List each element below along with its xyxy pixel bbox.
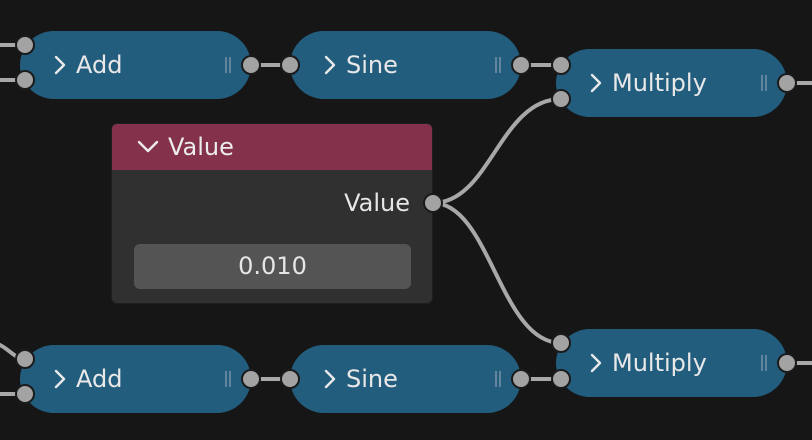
node-label: Multiply (612, 349, 707, 377)
input-socket[interactable] (15, 70, 35, 90)
output-socket[interactable] (241, 55, 261, 75)
input-socket[interactable] (551, 89, 571, 109)
node-sine-bottom[interactable]: Sine (290, 345, 521, 413)
grip-handle-icon[interactable] (761, 354, 767, 372)
chevron-right-icon[interactable] (323, 369, 337, 389)
chevron-right-icon[interactable] (589, 353, 603, 373)
node-add-top[interactable]: Add (20, 31, 251, 99)
output-socket-label: Value (344, 189, 410, 217)
input-socket[interactable] (551, 369, 571, 389)
grip-handle-icon[interactable] (495, 56, 501, 74)
output-socket[interactable] (777, 73, 797, 93)
node-sine-top[interactable]: Sine (290, 31, 521, 99)
node-label: Multiply (612, 69, 707, 97)
node-label: Add (76, 51, 123, 79)
node-multiply-bottom[interactable]: Multiply (556, 329, 787, 397)
node-multiply-top[interactable]: Multiply (556, 49, 787, 117)
input-socket[interactable] (551, 55, 571, 75)
link-value-to-multiply-bottom (431, 201, 563, 345)
grip-handle-icon[interactable] (495, 370, 501, 388)
node-label: Sine (346, 51, 398, 79)
node-header[interactable]: Value (112, 124, 432, 170)
node-label: Add (76, 365, 123, 393)
chevron-right-icon[interactable] (589, 73, 603, 93)
node-label: Sine (346, 365, 398, 393)
output-socket[interactable] (511, 369, 531, 389)
input-socket[interactable] (280, 369, 300, 389)
node-add-bottom[interactable]: Add (20, 345, 251, 413)
grip-handle-icon[interactable] (761, 74, 767, 92)
output-socket[interactable] (511, 55, 531, 75)
value-output-socket[interactable] (423, 193, 443, 213)
chevron-right-icon[interactable] (53, 55, 67, 75)
output-socket[interactable] (777, 353, 797, 373)
input-socket[interactable] (15, 35, 35, 55)
output-socket[interactable] (241, 369, 261, 389)
input-socket[interactable] (280, 55, 300, 75)
input-socket[interactable] (15, 349, 35, 369)
grip-handle-icon[interactable] (225, 370, 231, 388)
node-value[interactable]: Value Value 0.010 (111, 123, 433, 304)
input-socket[interactable] (15, 384, 35, 404)
value-number-field[interactable]: 0.010 (134, 244, 411, 289)
chevron-right-icon[interactable] (53, 369, 67, 389)
node-title: Value (168, 133, 234, 161)
chevron-down-icon[interactable] (137, 139, 159, 153)
input-socket[interactable] (551, 333, 571, 353)
chevron-right-icon[interactable] (323, 55, 337, 75)
link-value-to-multiply-top (431, 97, 563, 205)
grip-handle-icon[interactable] (225, 56, 231, 74)
